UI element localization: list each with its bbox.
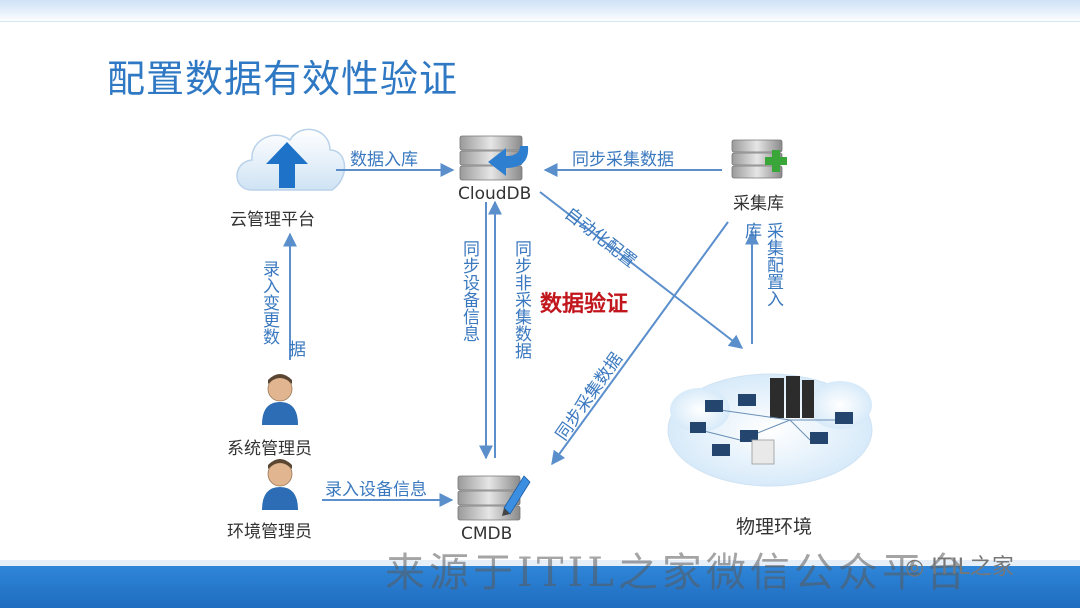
watermark-text: 来源于ITIL之家微信公众平台: [385, 550, 970, 596]
database-arrow-icon: [459, 135, 529, 181]
node-collector-db: 采集库: [733, 194, 784, 214]
node-physical-env: 物理环境: [736, 516, 813, 538]
edge-sync-device-info: 同步设备信息: [459, 240, 479, 342]
edge-sync-noncollected: 同步非采集数据: [511, 240, 531, 359]
node-clouddb: CloudDB: [458, 184, 532, 204]
center-label-data-validation: 数据验证: [540, 292, 629, 317]
edge-collect-config: 采集配置入: [763, 222, 783, 307]
node-cloud-platform: 云管理平台: [230, 210, 315, 230]
person-icon: [262, 374, 298, 425]
footer-strip: [0, 560, 1080, 566]
wechat-icon: ◎: [905, 555, 925, 580]
wechat-account-label: ITIL之家: [931, 555, 1014, 580]
network-cloud-icon: [667, 373, 873, 487]
flow-arrows: [283, 163, 759, 507]
edge-enter-device-info: 录入设备信息: [325, 480, 427, 500]
edge-collect-config-tail: 库: [741, 222, 761, 239]
database-plus-icon: [731, 139, 787, 179]
edge-data-import: 数据入库: [350, 150, 418, 170]
cloud-upload-icon: [236, 128, 346, 191]
person-icon: [262, 459, 298, 510]
database-pencil-icon: [457, 475, 531, 521]
edge-enter-change: 录入变更数: [259, 260, 279, 345]
edge-enter-change-tail: 据: [285, 340, 305, 357]
footer-band: [0, 566, 1080, 608]
node-sys-admin: 系统管理员: [227, 439, 312, 459]
top-divider: [0, 21, 1080, 22]
slide-title: 配置数据有效性验证: [107, 57, 459, 101]
top-decor-band: [0, 0, 1080, 22]
wechat-watermark: ◎ ITIL之家: [905, 549, 1014, 581]
node-env-admin: 环境管理员: [227, 522, 312, 542]
node-cmdb: CMDB: [461, 524, 513, 544]
edge-sync-collected: 同步采集数据: [572, 150, 674, 170]
